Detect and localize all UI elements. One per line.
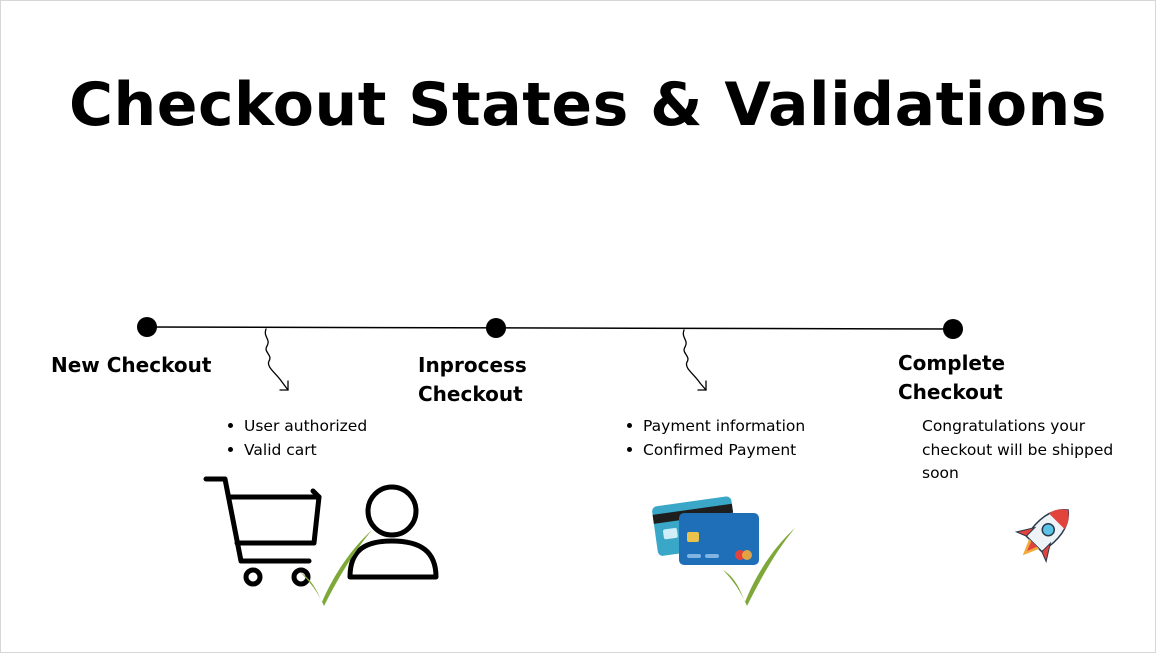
shopping-cart-icon xyxy=(203,476,322,587)
stage-label-line: Checkout xyxy=(418,382,523,406)
credit-cards-icon xyxy=(652,496,759,565)
list-item: User authorized xyxy=(228,414,367,438)
checkmark-icon xyxy=(300,530,372,606)
user-icon xyxy=(347,484,439,580)
stage-label-line: Complete xyxy=(898,351,1006,375)
timeline-node-inprocess xyxy=(486,318,506,338)
stage-label-line: Inprocess xyxy=(418,353,527,377)
list-item: Payment information xyxy=(627,414,805,438)
stage-label-inprocess-checkout: Inprocess Checkout xyxy=(418,351,527,409)
timeline-line xyxy=(146,326,954,330)
stage-label-line: New Checkout xyxy=(51,353,212,377)
timeline-node-new xyxy=(137,317,157,337)
stage-label-line: Checkout xyxy=(898,380,1003,404)
validation-list-new: User authorized Valid cart xyxy=(228,414,367,462)
checkmark-icon xyxy=(723,528,795,606)
list-item: Valid cart xyxy=(228,438,367,462)
timeline-node-complete xyxy=(943,319,963,339)
list-item: Confirmed Payment xyxy=(627,438,805,462)
slide-title: Checkout States & Validations xyxy=(69,70,1107,140)
stage-label-complete-checkout: Complete Checkout xyxy=(898,349,1005,407)
rocket-icon xyxy=(1014,509,1069,564)
stage-label-new-checkout: New Checkout xyxy=(51,351,211,380)
complete-note: Congratulations your checkout will be sh… xyxy=(922,417,1114,482)
validation-list-inprocess: Payment information Confirmed Payment xyxy=(627,414,805,462)
squiggle-arrow-icon xyxy=(264,328,289,391)
squiggle-arrow-icon xyxy=(682,329,707,391)
